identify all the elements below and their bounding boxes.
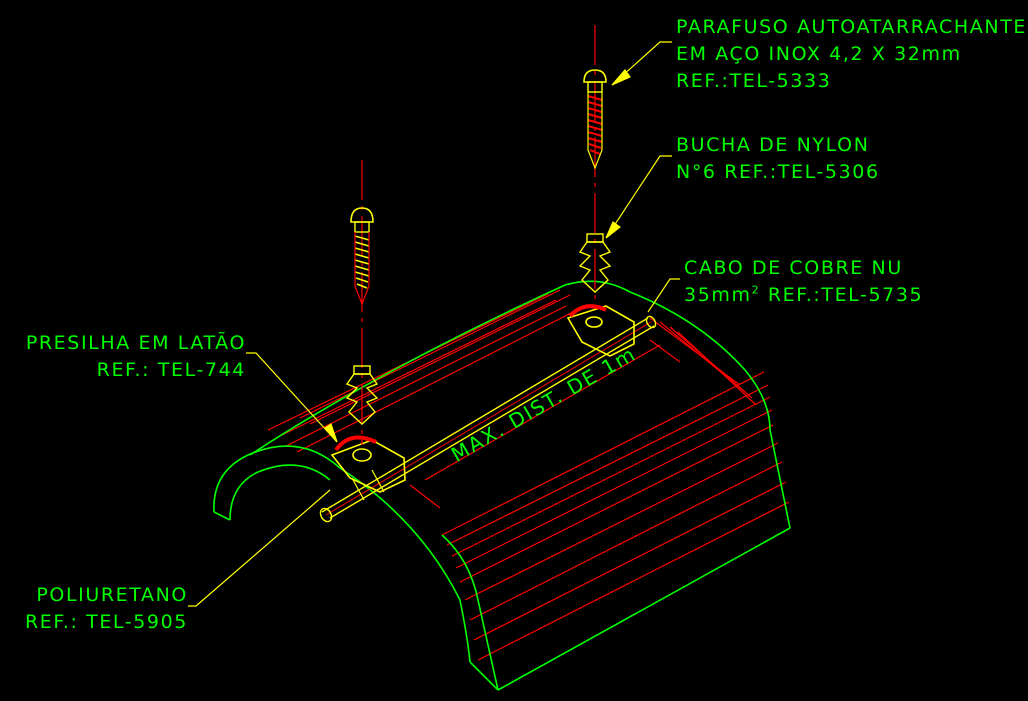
dimension-line bbox=[409, 339, 681, 509]
label-presilha: PRESILHA EM LATÃO REF.: TEL-744 bbox=[25, 332, 246, 381]
label-parafuso: PARAFUSO AUTOATARRACHANTE EM AÇO INOX 4,… bbox=[676, 16, 1028, 92]
anchor-left bbox=[345, 365, 379, 425]
polyurethane-base bbox=[213, 280, 791, 691]
label-bucha: BUCHA DE NYLON N°6 REF.:TEL-5306 bbox=[676, 134, 880, 183]
label-cabo: CABO DE COBRE NU 35mm2 REF.:TEL-5735 bbox=[684, 255, 923, 309]
leader-lines bbox=[188, 41, 680, 607]
screw-left bbox=[350, 160, 374, 445]
brass-clip-right bbox=[566, 304, 635, 357]
brass-clip-left bbox=[330, 435, 406, 501]
label-cabo-line2: 35mm2 REF.:TEL-5735 bbox=[684, 283, 924, 306]
screw-right bbox=[583, 25, 607, 305]
copper-cable bbox=[319, 315, 657, 523]
label-poliuretano: POLIURETANO REF.: TEL-5905 bbox=[24, 584, 188, 633]
anchor-right bbox=[578, 233, 612, 293]
